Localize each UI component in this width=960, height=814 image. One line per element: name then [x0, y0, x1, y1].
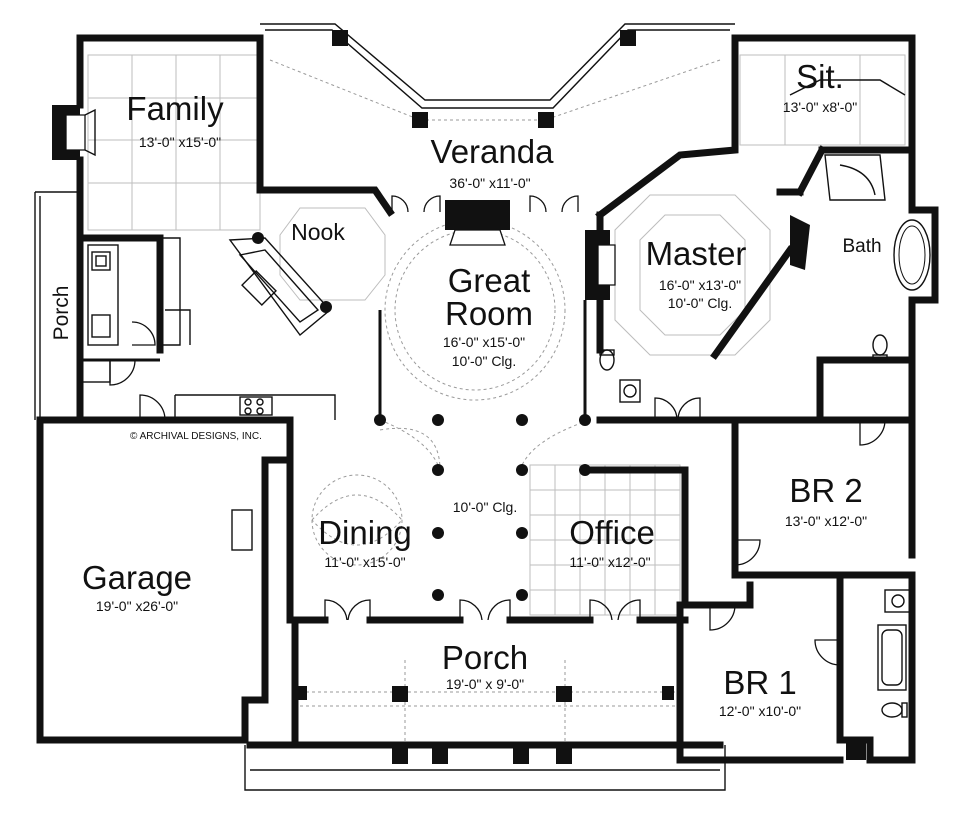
- doors: [109, 195, 886, 666]
- office-dim: 11'-0" x12'-0": [569, 554, 650, 570]
- great-room-label-2: Room: [445, 295, 533, 332]
- dining-dim: 11'-0" x15'-0": [324, 554, 405, 570]
- front-porch-label: Porch: [442, 639, 528, 676]
- garage-label: Garage: [82, 559, 192, 596]
- family-label: Family: [126, 90, 224, 127]
- copyright-note: © ARCHIVAL DESIGNS, INC.: [130, 431, 262, 442]
- office-label: Office: [569, 514, 655, 551]
- dining-label: Dining: [318, 514, 412, 551]
- side-porch-label: Porch: [50, 286, 73, 341]
- fixtures: [52, 79, 931, 718]
- great-room-dim: 16'-0" x15'-0": [443, 334, 525, 350]
- sit-dim: 13'-0" x8'-0": [783, 99, 857, 115]
- porch-posts: [295, 30, 674, 764]
- bath-label: Bath: [842, 236, 881, 257]
- br2-label: BR 2: [789, 472, 862, 509]
- columns: [252, 232, 591, 601]
- great-room-ceiling: 10'-0" Clg.: [452, 353, 516, 369]
- veranda-label: Veranda: [431, 133, 555, 170]
- family-dim: 13'-0" x15'-0": [139, 134, 221, 150]
- master-ceiling: 10'-0" Clg.: [668, 295, 732, 311]
- gallery-ceiling: 10'-0" Clg.: [453, 499, 517, 515]
- master-dim: 16'-0" x13'-0": [659, 277, 741, 293]
- front-porch-dim: 19'-0" x 9'-0": [446, 676, 524, 692]
- br1-dim: 12'-0" x10'-0": [719, 703, 801, 719]
- br1-label: BR 1: [723, 664, 796, 701]
- br2-dim: 13'-0" x12'-0": [785, 513, 867, 529]
- sit-label: Sit.: [796, 58, 844, 95]
- labels: Family 13'-0" x15'-0" Veranda 36'-0" x11…: [50, 58, 882, 719]
- nook-label: Nook: [291, 219, 345, 245]
- master-label: Master: [646, 235, 747, 272]
- walls: [34, 23, 939, 791]
- veranda-dim: 36'-0" x11'-0": [449, 175, 530, 191]
- great-room-label-1: Great: [448, 262, 531, 299]
- garage-dim: 19'-0" x26'-0": [96, 598, 178, 614]
